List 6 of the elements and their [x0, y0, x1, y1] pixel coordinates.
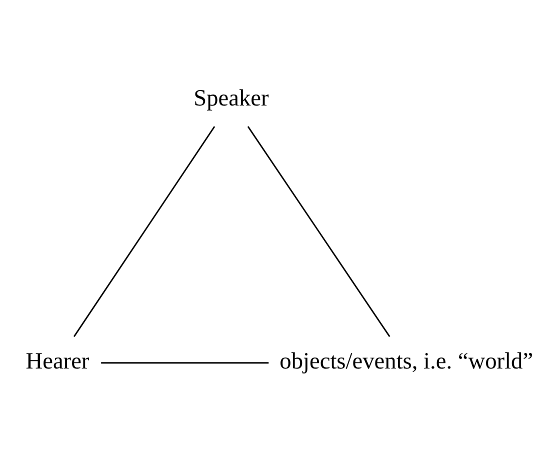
connector: [73, 126, 216, 337]
node-text: Hearer: [26, 348, 90, 374]
node-text: Speaker: [194, 86, 269, 112]
connector: [247, 126, 390, 337]
node-text: objects/events, i.e. “world”: [280, 348, 534, 374]
connector: [101, 362, 269, 364]
